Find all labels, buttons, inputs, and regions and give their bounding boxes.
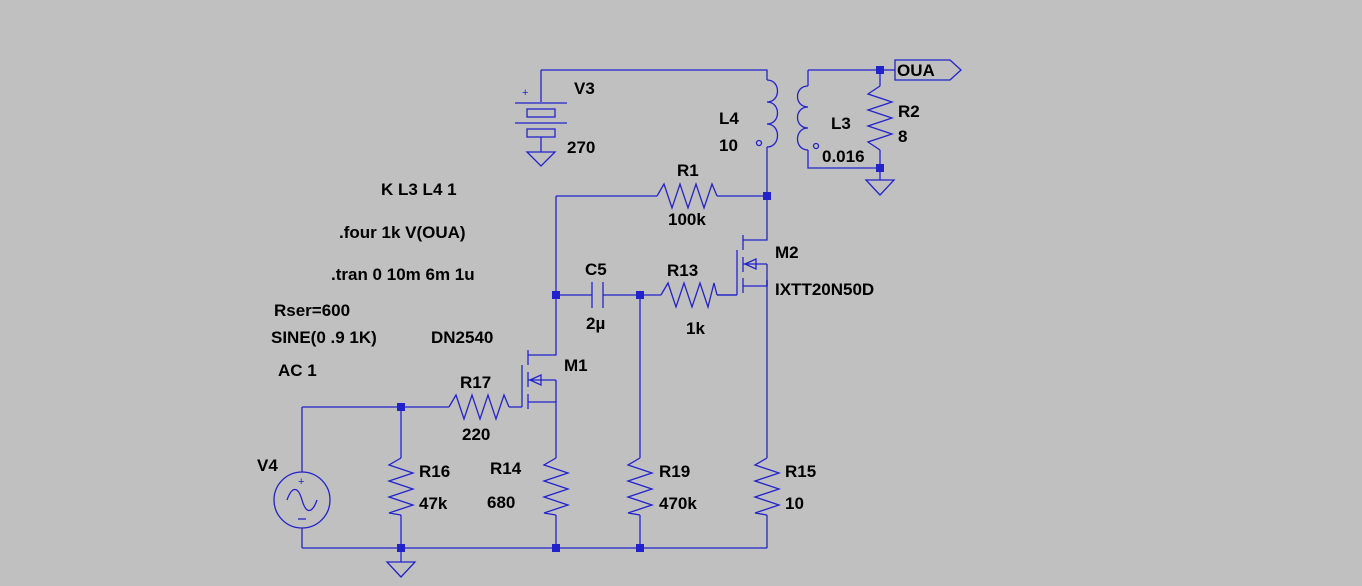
r15-value: 10 (785, 494, 804, 513)
resistor-r16[interactable] (385, 457, 417, 578)
r19-name: R19 (659, 462, 690, 481)
net-label-oua[interactable] (894, 59, 962, 81)
directive-transient[interactable]: .tran 0 10m 6m 1u (331, 265, 475, 284)
resistor-r17[interactable] (448, 392, 510, 422)
m2-value: IXTT20N50D (775, 280, 874, 299)
oua-label: OUA (897, 61, 935, 80)
m2-name: M2 (775, 243, 799, 262)
r14-name: R14 (490, 459, 522, 478)
voltage-source-v4[interactable]: + (273, 471, 331, 529)
capacitor-c5[interactable] (591, 282, 604, 308)
resistor-r19[interactable] (625, 457, 655, 516)
r1-name: R1 (677, 161, 699, 180)
labels: V3 270 L4 10 L3 0.016 R2 8 OUA R1 100k M… (257, 61, 935, 513)
r16-value: 47k (419, 494, 448, 513)
r2-name: R2 (898, 102, 920, 121)
resistor-r13[interactable] (660, 280, 718, 310)
resistor-r15[interactable] (752, 457, 782, 516)
r13-name: R13 (667, 261, 698, 280)
directive-coupling[interactable]: K L3 L4 1 (381, 180, 457, 199)
v4-name: V4 (257, 456, 278, 475)
c5-name: C5 (585, 260, 607, 279)
mosfet-m2[interactable] (717, 230, 768, 296)
m1-value: DN2540 (431, 328, 493, 347)
r1-value: 100k (668, 210, 706, 229)
l4-name: L4 (719, 109, 739, 128)
spice-directives: K L3 L4 1 .four 1k V(OUA) .tran 0 10m 6m… (271, 180, 475, 380)
v4-ac: AC 1 (278, 361, 317, 380)
r15-name: R15 (785, 462, 816, 481)
r2-value: 8 (898, 127, 907, 146)
directive-fourier[interactable]: .four 1k V(OUA) (339, 223, 466, 242)
c5-value: 2µ (586, 314, 605, 333)
resistor-r1[interactable] (656, 181, 718, 211)
r14-value: 680 (487, 493, 515, 512)
r17-value: 220 (462, 425, 490, 444)
v4-sine: SINE(0 .9 1K) (271, 328, 377, 347)
r19-value: 470k (659, 494, 697, 513)
junction-dots (397, 66, 884, 552)
v4-rser: Rser=600 (274, 301, 350, 320)
m1-name: M1 (564, 356, 588, 375)
l3-name: L3 (831, 114, 851, 133)
r16-name: R16 (419, 462, 450, 481)
r13-value: 1k (686, 319, 705, 338)
svg-text:+: + (298, 476, 304, 488)
mosfet-m1[interactable] (521, 348, 557, 410)
inductor-l3[interactable] (796, 85, 820, 151)
l4-value: 10 (719, 136, 738, 155)
l3-value: 0.016 (822, 147, 865, 166)
battery-v3[interactable]: + (515, 87, 567, 167)
svg-text:+: + (522, 87, 528, 99)
r17-name: R17 (460, 373, 491, 392)
v3-name: V3 (574, 79, 595, 98)
resistor-r14[interactable] (541, 457, 571, 516)
resistor-r2[interactable] (864, 85, 896, 196)
inductor-l4[interactable] (755, 79, 779, 148)
v3-value: 270 (567, 138, 595, 157)
